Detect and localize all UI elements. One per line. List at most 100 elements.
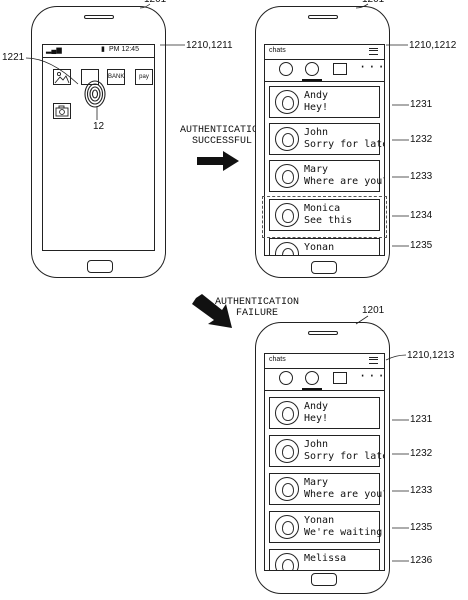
- chat-item-mary[interactable]: Mary Where are you?: [269, 473, 384, 505]
- tab-list-icon[interactable]: [333, 372, 347, 384]
- phone-lock-device: ▂▄▆ ▮ PM 12:45 BANK pay: [31, 6, 166, 278]
- tab-friends-icon[interactable]: [279, 371, 293, 385]
- home-button[interactable]: [311, 573, 337, 586]
- chat-item-melissa[interactable]: Melissa: [269, 549, 380, 570]
- avatar: [275, 401, 299, 425]
- chat-name: John: [304, 439, 329, 450]
- chat-message: Hey!: [304, 413, 329, 424]
- fingerprint-icon-ref: 1221: [2, 52, 25, 63]
- camera-app-icon[interactable]: [53, 103, 71, 119]
- chat-message: We're waiting: [304, 527, 383, 538]
- failure-label-line2: FAILURE: [236, 308, 279, 319]
- phone-success-device: chats ··· Andy Hey! John Sorry for late: [255, 6, 390, 278]
- fingerprint-icon: [84, 80, 106, 108]
- avatar: [275, 515, 299, 539]
- phone-speaker: [308, 15, 338, 19]
- avatar: [275, 553, 299, 570]
- chat-name: Mary: [304, 164, 329, 175]
- chat-tabs: ···: [265, 368, 384, 391]
- battery-icon: ▮: [101, 46, 105, 53]
- avatar: [275, 477, 299, 501]
- active-tab-indicator: [302, 388, 322, 390]
- tab-more-icon[interactable]: ···: [359, 60, 385, 74]
- item-ref: 1232: [410, 134, 433, 145]
- tab-chats-icon[interactable]: [305, 62, 319, 76]
- fingerprint-app-icon[interactable]: [81, 69, 99, 85]
- phone-failure-device: chats ··· Andy Hey! John Sorry for late: [255, 322, 390, 594]
- item-ref: 1234: [410, 210, 433, 221]
- chat-message: Sorry for late: [304, 139, 385, 150]
- item-ref: 1232: [410, 448, 433, 459]
- chat-item-john[interactable]: John Sorry for late: [269, 123, 384, 155]
- success-arrow-icon: [197, 151, 239, 171]
- tab-friends-icon[interactable]: [279, 62, 293, 76]
- chat-name: Andy: [304, 401, 329, 412]
- screen-ref-failure: 1210,1213: [407, 350, 455, 361]
- chat-item-john[interactable]: John Sorry for late: [269, 435, 384, 467]
- chat-tabs: ···: [265, 59, 384, 82]
- screen-ref-left: 1210,1211: [186, 40, 233, 51]
- status-bar: ▂▄▆ ▮ PM 12:45: [43, 45, 154, 58]
- chat-topbar: chats: [265, 45, 384, 60]
- chat-screen-success: chats ··· Andy Hey! John Sorry for late: [264, 44, 385, 256]
- chat-message: Hey!: [304, 102, 329, 113]
- chat-name: Yonan: [304, 515, 335, 526]
- fingerprint-ref: 12: [93, 121, 105, 132]
- chat-item-mary[interactable]: Mary Where are you?: [269, 160, 384, 192]
- chat-item-andy[interactable]: Andy Hey!: [269, 397, 380, 429]
- item-ref: 1233: [410, 485, 433, 496]
- device-ref-left: 1201: [144, 0, 166, 5]
- chat-item-yonan[interactable]: Yonan: [269, 238, 380, 255]
- chat-message: Where are you?: [304, 489, 385, 500]
- item-ref: 1235: [410, 240, 433, 251]
- chat-message: See this: [304, 215, 353, 226]
- pay-app-icon[interactable]: pay: [135, 69, 153, 85]
- chat-item-monica[interactable]: Monica See this: [269, 199, 380, 231]
- phone-speaker: [84, 15, 114, 19]
- failure-label: AUTHENTICATION FAILURE: [215, 297, 299, 319]
- bank-app-icon[interactable]: BANK: [107, 69, 125, 85]
- chat-item-yonan[interactable]: Yonan We're waiting: [269, 511, 383, 543]
- menu-icon[interactable]: [369, 48, 378, 55]
- chat-name: John: [304, 127, 329, 138]
- avatar: [275, 164, 299, 188]
- signal-icon: ▂▄▆: [46, 47, 62, 54]
- chat-name: Yonan: [304, 242, 335, 253]
- chat-name: Andy: [304, 90, 329, 101]
- chat-name: Melissa: [304, 553, 347, 564]
- success-label-line2: SUCCESSFUL: [192, 136, 253, 147]
- item-ref: 1236: [410, 555, 433, 566]
- item-ref: 1231: [410, 99, 433, 110]
- tab-more-icon[interactable]: ···: [359, 369, 385, 383]
- avatar: [275, 90, 299, 114]
- avatar: [275, 203, 299, 227]
- device-ref-bottom: 1201: [362, 305, 385, 316]
- item-ref: 1235: [410, 522, 433, 533]
- menu-icon[interactable]: [369, 357, 378, 364]
- avatar: [275, 127, 299, 151]
- lock-screen: ▂▄▆ ▮ PM 12:45 BANK pay: [42, 44, 155, 251]
- chat-title: chats: [269, 356, 286, 363]
- phone-speaker: [308, 331, 338, 335]
- chat-title: chats: [269, 47, 286, 54]
- device-ref-top-right: 1201: [362, 0, 384, 5]
- chat-topbar: chats: [265, 354, 384, 369]
- chat-message: Sorry for late: [304, 451, 385, 462]
- chat-screen-failure: chats ··· Andy Hey! John Sorry for late: [264, 353, 385, 571]
- active-tab-indicator: [302, 79, 322, 81]
- status-time: PM 12:45: [109, 46, 139, 53]
- tab-list-icon[interactable]: [333, 63, 347, 75]
- chat-name: Monica: [304, 203, 341, 214]
- chat-message: Where are you?: [304, 176, 385, 187]
- success-label: AUTHENTICATION SUCCESSFUL: [180, 125, 264, 147]
- chat-name: Mary: [304, 477, 329, 488]
- success-label-line1: AUTHENTICATION: [180, 125, 265, 136]
- home-button[interactable]: [87, 260, 113, 273]
- item-ref: 1233: [410, 171, 433, 182]
- chat-item-andy[interactable]: Andy Hey!: [269, 86, 380, 118]
- home-button[interactable]: [311, 261, 337, 274]
- failure-arrow-icon: [192, 294, 232, 328]
- tab-chats-icon[interactable]: [305, 371, 319, 385]
